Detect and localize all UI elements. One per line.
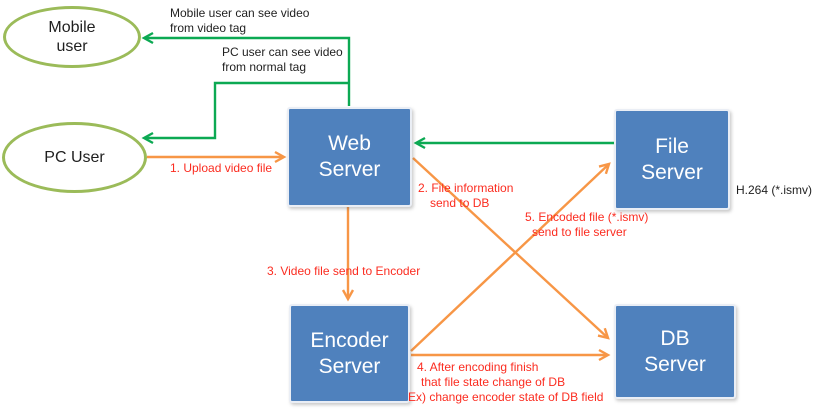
- node-db-server: DB Server: [614, 304, 736, 399]
- node-pc-user: PC User: [2, 122, 147, 193]
- pc-user-label: PC User: [44, 149, 105, 166]
- encoder-server-label-line1: Encoder: [310, 328, 389, 352]
- arrow-encoder-to-file: [410, 162, 611, 352]
- web-server-label-line2: Server: [318, 158, 381, 181]
- node-encoder-server: Encoder Server: [289, 304, 410, 403]
- file-server-label-line1: File: [655, 134, 689, 158]
- step-5-line2: send to file server: [532, 225, 627, 239]
- node-web-server: Web Server: [287, 107, 412, 207]
- note-pc-line2: from normal tag: [222, 60, 307, 74]
- note-mobile-line2: from video tag: [170, 21, 247, 35]
- arrow-web-to-pc: [141, 81, 349, 145]
- web-server-label-line1: Web: [328, 132, 371, 155]
- step-2-file-information: 2. File information send to DB: [418, 181, 513, 211]
- db-server-label-line2: Server: [644, 352, 706, 376]
- note-pc-normal-tag: PC user can see video from normal tag: [222, 45, 343, 75]
- mobile-user-label-line1: Mobile: [48, 19, 96, 36]
- node-file-server: File Server: [614, 109, 730, 210]
- step-5-line1: 5. Encoded file (*.ismv): [525, 210, 649, 224]
- note-mobile-line1: Mobile user can see video: [170, 6, 310, 20]
- note-file-format: H.264 (*.ismv): [736, 183, 813, 197]
- note-mobile-video-tag: Mobile user can see video from video tag: [170, 6, 309, 36]
- step-4-line2: that file state change of DB: [421, 375, 566, 389]
- encoder-server-label-line2: Server: [318, 354, 381, 378]
- note-pc-line1: PC user can see video: [222, 45, 343, 59]
- node-mobile-user: Mobile user: [3, 6, 141, 68]
- step-3-video-to-encoder: 3. Video file send to Encoder: [267, 264, 421, 278]
- step-4-after-encoding: 4. After encoding finish that file state…: [408, 360, 603, 405]
- step-1-upload-video-file: 1. Upload video file: [170, 161, 273, 175]
- step-2-line2: send to DB: [430, 196, 490, 210]
- arrow-web-to-db: [412, 157, 610, 340]
- mobile-user-label-line2: user: [56, 38, 88, 55]
- file-server-label-line2: Server: [641, 160, 703, 184]
- step-5-encoded-file: 5. Encoded file (*.ismv) send to file se…: [525, 210, 648, 240]
- step-2-line1: 2. File information: [418, 181, 514, 195]
- step-4-line3: Ex) change encoder state of DB field: [408, 390, 604, 404]
- db-server-label-line1: DB: [660, 326, 690, 350]
- step-4-line1: 4. After encoding finish: [417, 360, 539, 374]
